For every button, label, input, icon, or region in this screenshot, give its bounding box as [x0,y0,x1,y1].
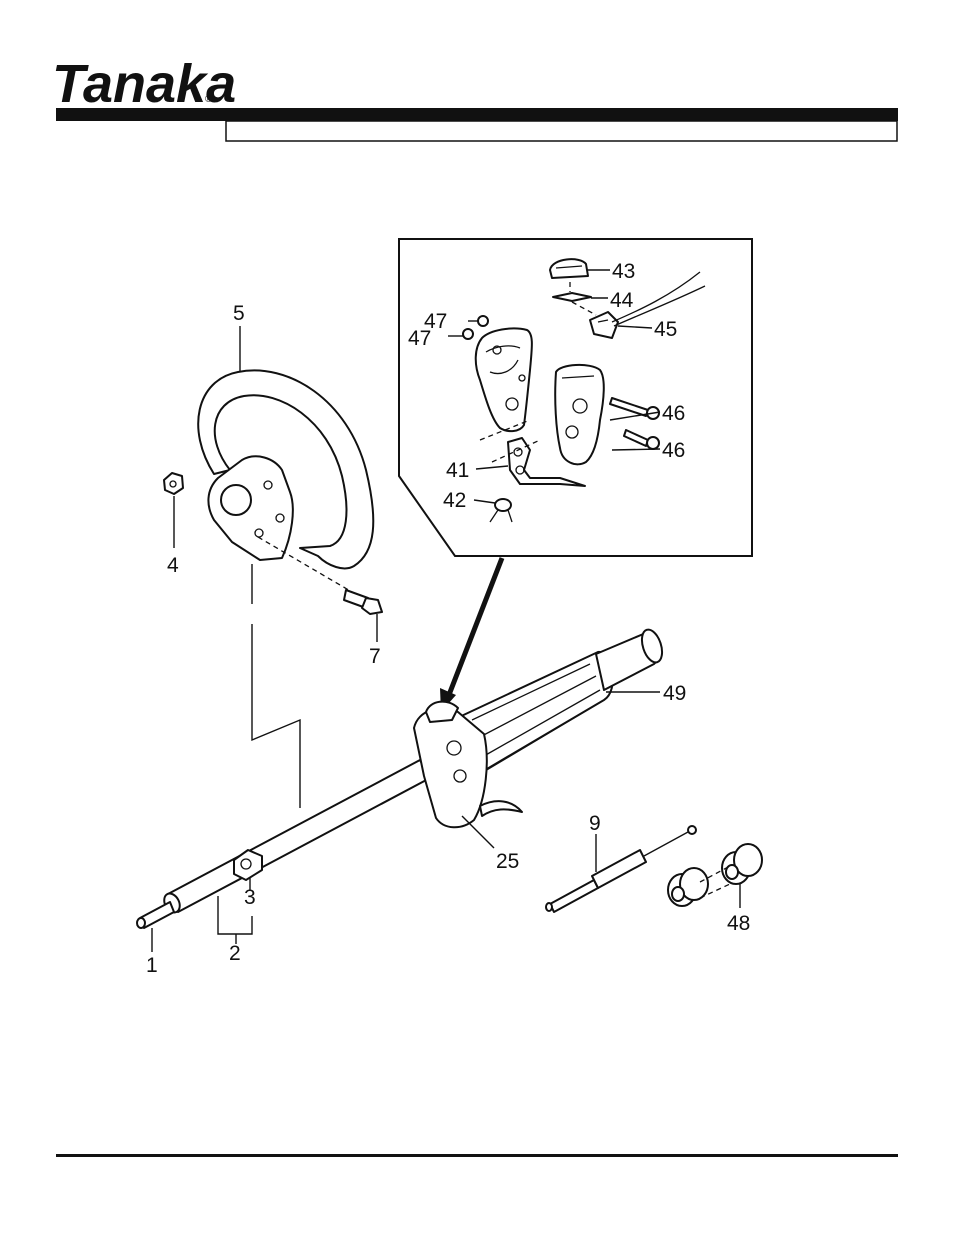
callout-49: 49 [663,682,686,705]
callout-43: 43 [612,260,635,283]
registered-mark: ® [205,94,213,105]
detail-arrow [447,558,502,700]
callout-4: 4 [167,554,179,577]
footer-rule [56,1154,898,1157]
nut-47-lower [463,329,473,339]
damper-rubbers-icon [668,844,762,906]
header-title-box [226,121,897,141]
switch-cover-43 [550,259,588,278]
callout-3: 3 [244,886,256,909]
callout-9: 9 [589,812,601,835]
tanaka-logo-icon: Tanaka ® [52,54,236,114]
callout-45: 45 [654,318,677,341]
callout-1: 1 [146,954,158,977]
nut-47-upper [478,316,488,326]
nut-4 [164,473,183,494]
callout-46-upper: 46 [662,402,685,425]
callout-48: 48 [727,912,750,935]
callout-41: 41 [446,459,469,482]
loop-handle-icon [198,370,373,568]
brand-name: Tanaka [52,54,236,114]
drive-shaft-tube-icon [137,760,430,928]
callout-47-lower: 47 [408,327,431,350]
header-bar [56,108,898,121]
callout-7: 7 [369,645,381,668]
callout-25: 25 [496,850,519,873]
callout-2: 2 [229,942,241,965]
bolt-7 [344,590,382,614]
callout-44: 44 [610,289,634,312]
callout-42: 42 [443,489,466,512]
callout-46-lower: 46 [662,439,685,462]
callout-5: 5 [233,302,245,325]
clamp-3 [234,850,262,880]
